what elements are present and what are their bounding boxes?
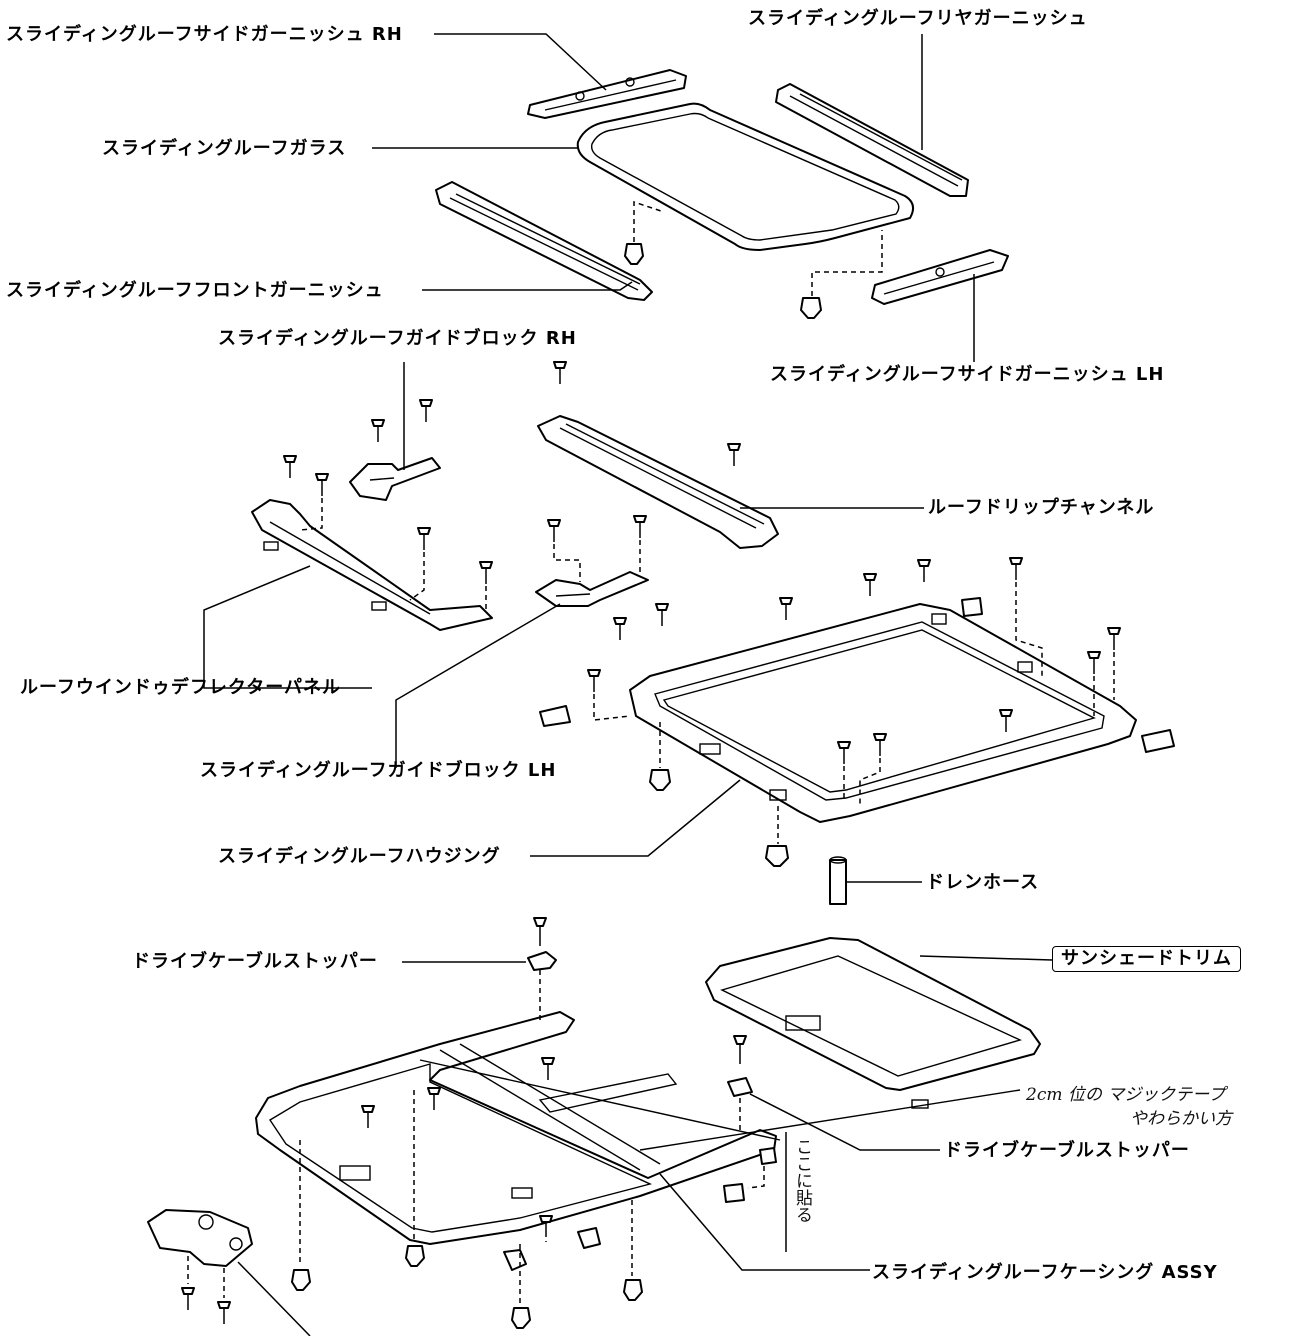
guide-block-rh-part [349,457,441,501]
label-housing: スライディングルーフハウジング [218,846,501,867]
label-side-garnish-lh: スライディングルーフサイドガーニッシュ LH [770,364,1165,385]
handwritten-vertical-note: ここに貼る [792,1138,812,1223]
housing-part [629,603,1137,823]
side-garnish-lh-part [871,249,1009,305]
leader-lines [203,33,1053,1336]
front-garnish-part [435,181,653,301]
motor-bracket-part [147,1209,253,1267]
screw-icons-bottom [181,1057,555,1324]
label-guide-block-lh: スライディングルーフガイドブロック LH [200,760,557,781]
label-cable-stopper-right: ドライブケーブルストッパー [944,1140,1190,1161]
rear-garnish-part [775,83,969,197]
cable-stopper-right-part [727,1035,753,1097]
sunshade-trim-part [705,937,1041,1091]
dashed-guides-middle [299,498,1115,844]
label-drain-hose: ドレンホース [926,872,1040,893]
deflector-panel-part [251,499,493,631]
label-casing-assy: スライディングルーフケーシング ASSY [872,1262,1218,1283]
label-rear-garnish: スライディングルーフリヤガーニッシュ [748,8,1088,29]
screw-icons-middle [283,361,1121,764]
drain-hose-part [829,856,847,905]
label-cable-stopper-top: ドライブケーブルストッパー [132,951,378,972]
dashed-guides-bottom [187,970,765,1304]
side-garnish-rh-part [527,69,687,119]
casing-assy-part [255,1011,781,1245]
clip-icons-top [624,243,822,319]
label-deflector-panel: ルーフウインドゥデフレクターパネル [20,677,342,698]
handwritten-note-line1: 2cm 位の マジックテープ [1026,1085,1226,1105]
guide-block-lh-part [535,571,649,607]
clip-icons-bottom [291,1147,777,1329]
glass-part [576,102,915,251]
drip-channel-part [537,415,779,549]
hose-connectors [539,597,1175,753]
label-drip-channel: ルーフドリップチャンネル [928,497,1155,518]
label-glass: スライディングルーフガラス [102,138,347,159]
cable-stopper-top-part [527,917,557,971]
label-front-garnish: スライディングルーフフロントガーニッシュ [6,280,384,301]
handwritten-note-line2: やわらかい方 [1130,1109,1232,1129]
label-side-garnish-rh: スライディングルーフサイドガーニッシュ RH [6,24,403,45]
label-sunshade-trim: サンシェードトリム [1052,946,1241,972]
clip-icons-middle [649,769,789,867]
label-guide-block-rh: スライディングルーフガイドブロック RH [218,328,577,349]
